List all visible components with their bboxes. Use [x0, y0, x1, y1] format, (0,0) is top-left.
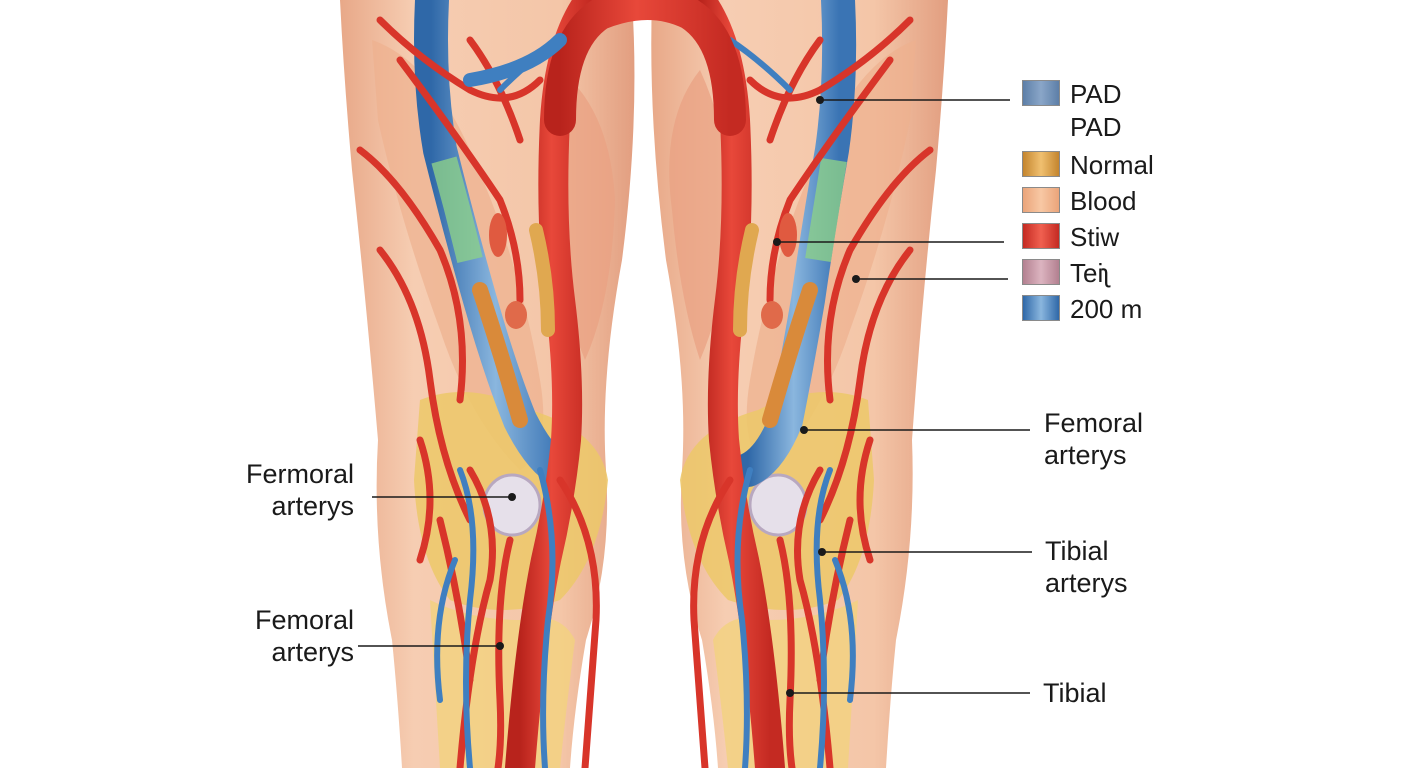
legend-swatch-blood — [1022, 187, 1060, 213]
callout-left-femoral-line1: Femoral — [254, 605, 354, 635]
center-vein-crossing — [463, 33, 567, 87]
legend-label-pad: PAD — [1070, 79, 1122, 109]
callout-right-tibial: Tibial arterys — [1045, 535, 1128, 599]
legend-label-normal: Normal — [1070, 150, 1154, 180]
right-vein-branches — [727, 37, 856, 768]
legend-swatch-normal — [1022, 151, 1060, 177]
leader-dots — [496, 96, 860, 697]
callout-left-fermoral: Fermoral arterys — [236, 458, 354, 522]
left-orange-vessel — [472, 282, 528, 428]
right-red-node-2 — [761, 301, 783, 329]
callout-left-fermoral-line2: arterys — [271, 491, 354, 521]
left-leg — [340, 0, 635, 768]
right-shin-fat — [713, 600, 858, 768]
dot-legend-teil — [852, 275, 860, 283]
dot-left-fermoral — [508, 493, 516, 501]
right-leg — [651, 0, 948, 768]
legend-label-200m: 200 m — [1070, 294, 1143, 324]
aortic-bifurcation-arch — [544, 0, 746, 136]
legend-swatch-200m — [1022, 295, 1060, 321]
right-inner-muscle — [669, 70, 731, 360]
right-tan-vessel — [733, 223, 759, 337]
legend-label-pad-2: PAD — [1070, 112, 1122, 142]
callout-left-femoral-line2: arterys — [271, 637, 354, 667]
callout-left-fermoral-line1: Fermoral — [245, 459, 354, 489]
right-artery-branches — [690, 16, 934, 768]
right-green-band — [805, 157, 847, 263]
legend-label-blood: Blood — [1070, 186, 1137, 216]
left-tan-vessel — [529, 223, 555, 337]
legend-label-teil: Teiʅ — [1070, 258, 1110, 288]
dot-left-femoral — [496, 642, 504, 650]
legend-swatch-stiw — [1022, 223, 1060, 249]
right-red-node-1 — [779, 213, 797, 257]
legend-swatch-pad — [1022, 80, 1060, 106]
left-green-band — [431, 156, 483, 264]
leader-lines — [358, 99, 1032, 694]
dot-legend-pad — [816, 96, 824, 104]
left-red-node-1 — [489, 213, 507, 257]
callout-right-tibial-line2: arterys — [1045, 568, 1128, 598]
callout-right-femoral: Femoral arterys — [1044, 407, 1143, 471]
left-red-node-2 — [505, 301, 527, 329]
legend-swatch-teil — [1022, 259, 1060, 285]
callout-right-tibial-lower: Tibial — [1043, 678, 1107, 708]
dot-right-tibial — [818, 548, 826, 556]
legend-label-stiw: Stiw — [1070, 222, 1120, 252]
dot-legend-stiw — [773, 238, 781, 246]
callout-right-femoral-line1: Femoral — [1044, 408, 1144, 438]
dot-right-femoral — [800, 426, 808, 434]
right-orange-vessel — [762, 282, 818, 428]
callout-right-tibial-line1: Tibial — [1045, 536, 1109, 566]
dot-right-tibial-lower — [786, 689, 794, 697]
callout-left-femoral: Femoral arterys — [236, 604, 354, 668]
callout-right-femoral-line2: arterys — [1044, 440, 1127, 470]
